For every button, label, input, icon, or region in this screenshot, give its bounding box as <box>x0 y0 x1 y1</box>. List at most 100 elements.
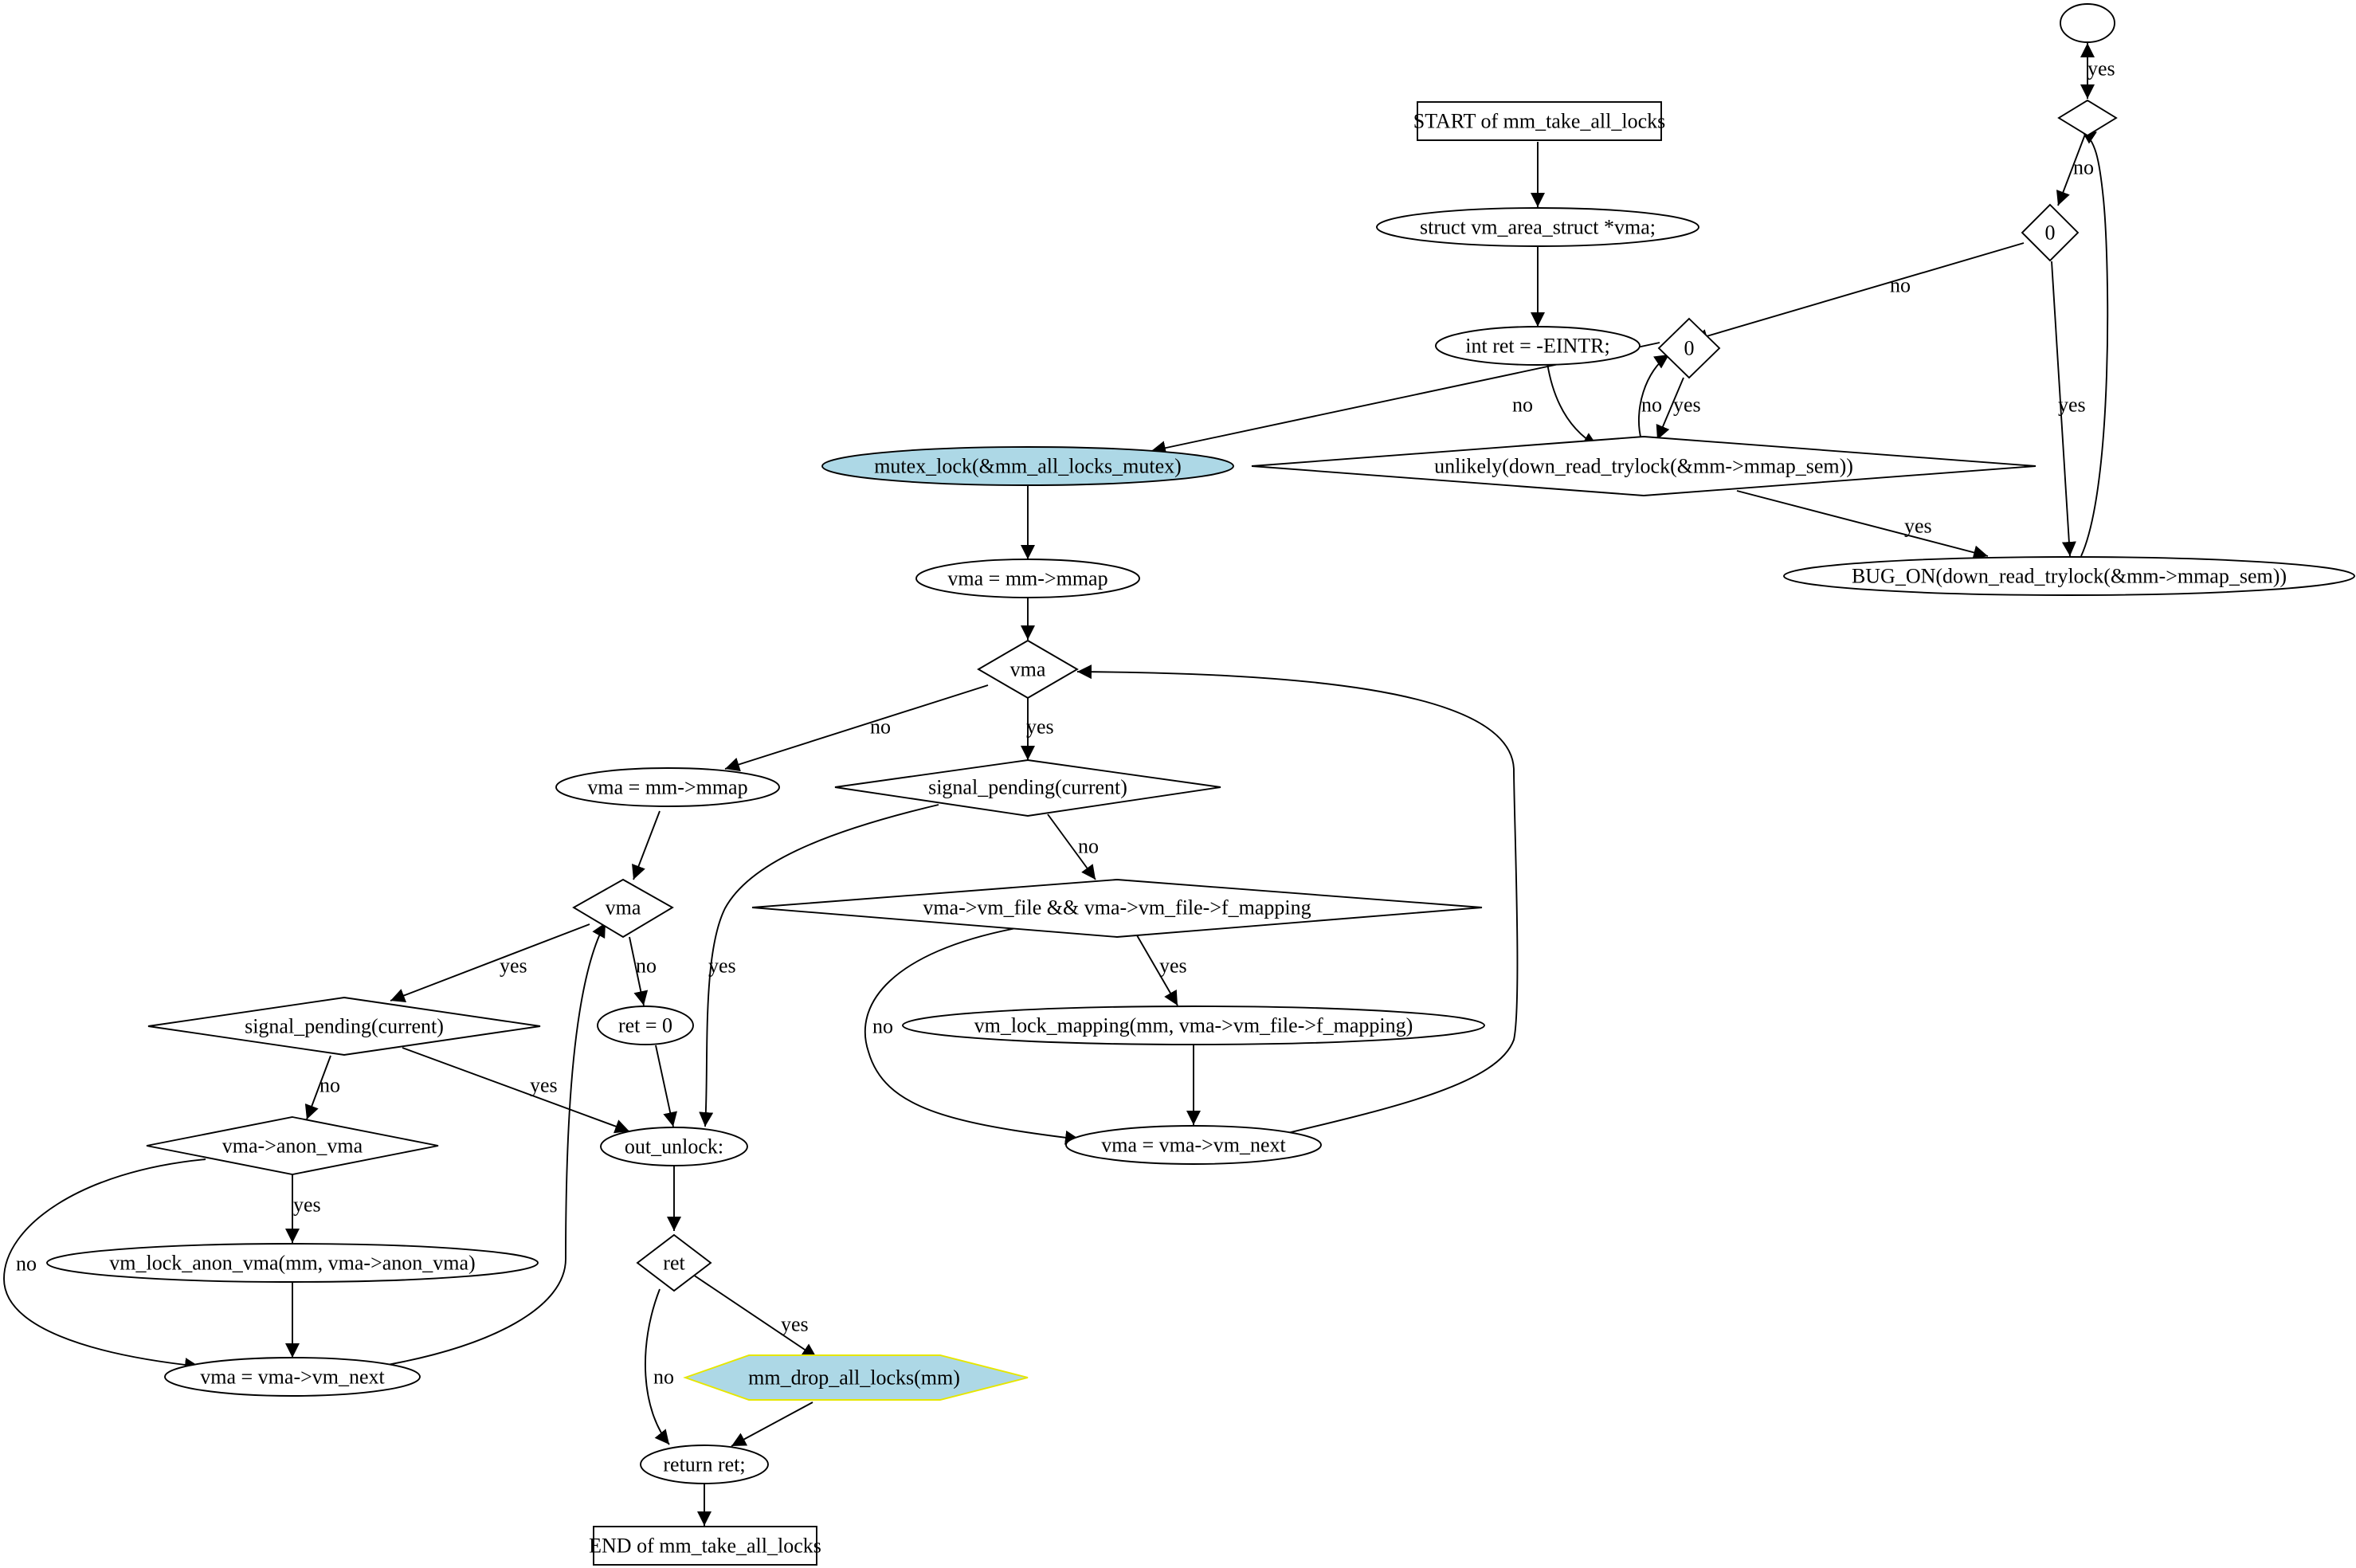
edge-label-no: no <box>870 715 891 739</box>
edge-signal-pending-1-to-vm-file-no <box>1047 813 1096 880</box>
node-vma-next-2: vma = vma->vm_next <box>164 1357 421 1397</box>
node-empty-diamond <box>2057 99 2118 137</box>
edge-label-yes: yes <box>1159 955 1187 978</box>
edge-ret-zero-to-out-unlock <box>655 1045 678 1127</box>
edge-ret-cond-to-mm-drop-yes <box>692 1274 817 1358</box>
node-vma-mmap-2: vma = mm->mmap <box>555 767 780 807</box>
edge-empty-diamond-to-zero-a-no <box>2056 131 2087 206</box>
node-int-ret: int ret = -EINTR; <box>1435 326 1641 366</box>
node-vm-lock-anon: vm_lock_anon_vma(mm, vma->anon_vma) <box>46 1243 539 1283</box>
node-start-label: START of mm_take_all_locks <box>1413 110 1666 133</box>
edge-label-yes: yes <box>1026 715 1054 739</box>
edge-label-no: no <box>1512 394 1533 417</box>
edge-label-no: no <box>653 1366 674 1389</box>
edge-anon-vma-to-vma-next-2-no <box>3 1158 206 1373</box>
edge-label-no: no <box>1890 274 1911 297</box>
node-start: START of mm_take_all_locks <box>1413 101 1666 141</box>
node-vma-mmap-1: vma = mm->mmap <box>915 559 1140 598</box>
edge-bugon-to-empty-diamond <box>2080 129 2109 557</box>
edge-label-yes: yes <box>781 1313 809 1336</box>
edge-vma-next-2-to-vma-cond-2 <box>378 922 606 1367</box>
node-mutex-lock: mutex_lock(&mm_all_locks_mutex) <box>821 446 1234 486</box>
node-decl-vma: struct vm_area_struct *vma; <box>1376 207 1699 247</box>
edge-signal-pending-2-to-anon-vma-no <box>304 1055 331 1120</box>
node-anon-vma-cond: vma->anon_vma <box>146 1116 439 1175</box>
node-out-unlock-label: out_unlock: <box>625 1135 723 1158</box>
node-vma-cond-2: vma <box>572 878 674 939</box>
edge-vma-next-1-to-vma-cond-1 <box>1076 664 1519 1135</box>
edge-vm-file-to-vm-lock-mapping-yes <box>1136 935 1178 1006</box>
node-vm-file-cond: vma->vm_file && vma->vm_file->f_mapping <box>751 879 1483 938</box>
edge-label-no: no <box>2073 156 2094 179</box>
edge-label-yes: yes <box>2058 394 2086 417</box>
node-signal-pending-1-label: signal_pending(current) <box>928 776 1127 799</box>
edge-label-no: no <box>1641 394 1662 417</box>
edge-label-yes: yes <box>1673 394 1701 417</box>
node-vma-cond-1: vma <box>977 639 1079 700</box>
edge-label-no: no <box>16 1252 37 1276</box>
node-vma-mmap-2-label: vma = mm->mmap <box>587 776 747 799</box>
node-ret-cond: ret <box>636 1233 712 1292</box>
node-mutex-lock-label: mutex_lock(&mm_all_locks_mutex) <box>874 455 1182 478</box>
node-end: END of mm_take_all_locks <box>589 1526 821 1566</box>
edge-label-no: no <box>636 955 657 978</box>
node-bug-on: BUG_ON(down_read_trylock(&mm->mmap_sem)) <box>1783 556 2355 596</box>
node-return-ret: return ret; <box>640 1445 769 1484</box>
edge-zero-b-to-unlikely-yes <box>1656 377 1684 441</box>
edge-vm-file-to-vma-next-1-no <box>864 927 1080 1145</box>
node-empty-top <box>2060 3 2115 43</box>
node-vma-cond-1-label: vma <box>1010 658 1046 681</box>
edge-label-no: no <box>872 1015 893 1038</box>
node-out-unlock: out_unlock: <box>600 1127 748 1166</box>
edge-ret-cond-to-return-ret-no <box>645 1288 670 1445</box>
node-mm-drop: mm_drop_all_locks(mm) <box>683 1354 1029 1401</box>
node-zero-a-label: 0 <box>2045 221 2056 245</box>
edge-label-no: no <box>1078 835 1099 858</box>
node-vma-next-1: vma = vma->vm_next <box>1065 1125 1322 1165</box>
edge-unlikely-to-zero-b-no <box>1638 354 1670 441</box>
node-signal-pending-2: signal_pending(current) <box>147 997 541 1056</box>
node-vma-next-1-label: vma = vma->vm_next <box>1101 1134 1286 1157</box>
node-vm-file-cond-label: vma->vm_file && vma->vm_file->f_mapping <box>923 896 1311 919</box>
edge-vma-cond-2-to-signal-pending-2-yes <box>390 923 590 1002</box>
node-anon-vma-cond-label: vma->anon_vma <box>222 1135 363 1158</box>
node-zero-a: 0 <box>2021 203 2080 262</box>
node-mm-drop-label: mm_drop_all_locks(mm) <box>748 1366 960 1390</box>
node-unlikely-trylock: unlikely(down_read_trylock(&mm->mmap_sem… <box>1251 436 2037 496</box>
node-end-label: END of mm_take_all_locks <box>589 1535 821 1558</box>
edge-label-yes: yes <box>2087 57 2115 80</box>
node-bug-on-label: BUG_ON(down_read_trylock(&mm->mmap_sem)) <box>1852 565 2287 588</box>
edge-label-yes: yes <box>708 955 736 978</box>
edge-mm-drop-to-return-ret <box>731 1401 813 1447</box>
node-signal-pending-2-label: signal_pending(current) <box>245 1015 444 1038</box>
edge-label-yes: yes <box>293 1194 321 1217</box>
node-int-ret-label: int ret = -EINTR; <box>1465 335 1609 358</box>
node-vma-cond-2-label: vma <box>606 896 641 919</box>
node-zero-b: 0 <box>1657 317 1721 379</box>
edge-signal-pending-1-to-out-unlock-yes <box>699 804 939 1127</box>
edge-vma-cond-1-to-vma-mmap-2-no <box>724 684 989 772</box>
node-vma-mmap-1-label: vma = mm->mmap <box>947 567 1107 590</box>
edge-unlikely-to-bugon-yes <box>1736 490 1989 560</box>
edge-label-yes: yes <box>530 1074 558 1097</box>
edge-vma-cond-2-to-ret-zero-no <box>629 936 649 1006</box>
edge-zero-a-to-zero-b-no <box>1692 242 2025 343</box>
node-zero-b-label: 0 <box>1684 337 1695 360</box>
node-return-ret-label: return ret; <box>663 1453 745 1476</box>
edge-label-yes: yes <box>500 955 527 978</box>
node-vma-next-2-label: vma = vma->vm_next <box>200 1366 385 1389</box>
edge-vma-mmap-2-to-vma-cond-2 <box>632 810 661 880</box>
edge-labels: yes no no yes no no yes yes no yes no ye… <box>16 57 2115 1389</box>
node-vm-lock-mapping-label: vm_lock_mapping(mm, vma->vm_file->f_mapp… <box>974 1014 1413 1037</box>
edge-signal-pending-2-to-out-unlock-yes <box>402 1047 630 1134</box>
node-ret-zero: ret = 0 <box>597 1005 694 1045</box>
node-ret-zero-label: ret = 0 <box>618 1014 672 1037</box>
node-unlikely-trylock-label: unlikely(down_read_trylock(&mm->mmap_sem… <box>1434 455 1853 478</box>
node-decl-vma-label: struct vm_area_struct *vma; <box>1420 216 1656 239</box>
edge-label-yes: yes <box>1904 515 1932 538</box>
nodes: START of mm_take_all_locks struct vm_are… <box>46 3 2355 1566</box>
edge-zero-a-to-bugon-yes <box>2051 261 2076 557</box>
node-vm-lock-anon-label: vm_lock_anon_vma(mm, vma->anon_vma) <box>109 1252 475 1275</box>
node-ret-cond-label: ret <box>663 1252 685 1275</box>
